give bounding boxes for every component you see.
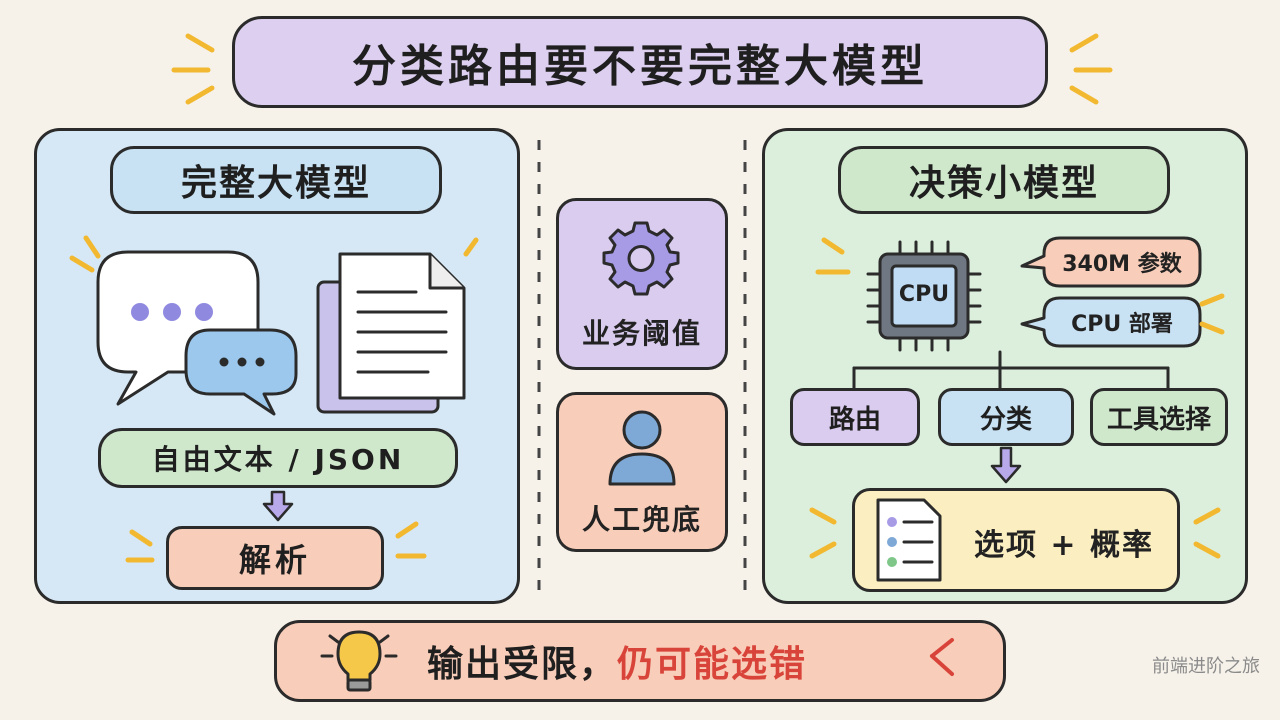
task-routing: 路由: [790, 388, 920, 446]
params-callout-shape: [1020, 236, 1202, 288]
watermark: 前端进阶之旅: [1152, 656, 1260, 677]
gear-icon: [602, 221, 680, 296]
down-arrow-icon: [262, 490, 294, 522]
lightbulb-icon: [320, 630, 398, 692]
deploy-sparkle-icon: [1199, 293, 1225, 335]
title-banner: 分类路由要不要完整大模型: [232, 16, 1048, 108]
separator-right: [743, 140, 747, 590]
person-icon: [608, 410, 676, 486]
separator-left: [537, 140, 541, 590]
parse-sparkle-left-icon: [125, 529, 155, 563]
warning-highlight: 仍可能选错: [617, 644, 808, 685]
list-document-icon: [876, 498, 942, 582]
parse-sparkle-right-icon: [395, 521, 427, 559]
options-probability-label: 选项 + 概率: [973, 528, 1155, 563]
full-llm-heading: 完整大模型: [110, 146, 442, 214]
task-tool-selection: 工具选择: [1090, 388, 1228, 446]
result-sparkle-left-icon: [809, 507, 837, 559]
free-text-json-pill: 自由文本 / JSON: [98, 428, 458, 488]
page-title: 分类路由要不要完整大模型: [352, 41, 928, 92]
task-classification: 分类: [938, 388, 1074, 446]
parse-box: 解析: [166, 526, 384, 590]
down-arrow-right-icon: [990, 446, 1022, 484]
document-icon: [316, 237, 479, 414]
deploy-callout-shape: [1020, 296, 1202, 348]
warning-prefix: 输出受限，: [427, 644, 618, 685]
bottom-warning-banner: 输出受限， 仍可能选错: [274, 620, 1006, 702]
chat-bubbles-icon: [69, 235, 298, 416]
task-connector: [852, 350, 1170, 390]
result-sparkle-right-icon: [1193, 507, 1221, 559]
cpu-chip-icon: [866, 240, 982, 352]
params-callout: 340M 参数: [1062, 252, 1182, 277]
human-fallback-label: 人工兜底: [581, 503, 702, 536]
cpu-sparkle-icon: [815, 237, 851, 275]
deploy-callout: CPU 部署: [1071, 312, 1173, 337]
alert-marks-icon: [930, 638, 954, 676]
title-sparkle-left-icon: [171, 33, 215, 105]
small-model-heading: 决策小模型: [838, 146, 1170, 214]
business-threshold-label: 业务阈值: [581, 317, 702, 350]
cpu-chip-label: CPU: [898, 282, 950, 307]
title-sparkle-right-icon: [1069, 33, 1113, 105]
